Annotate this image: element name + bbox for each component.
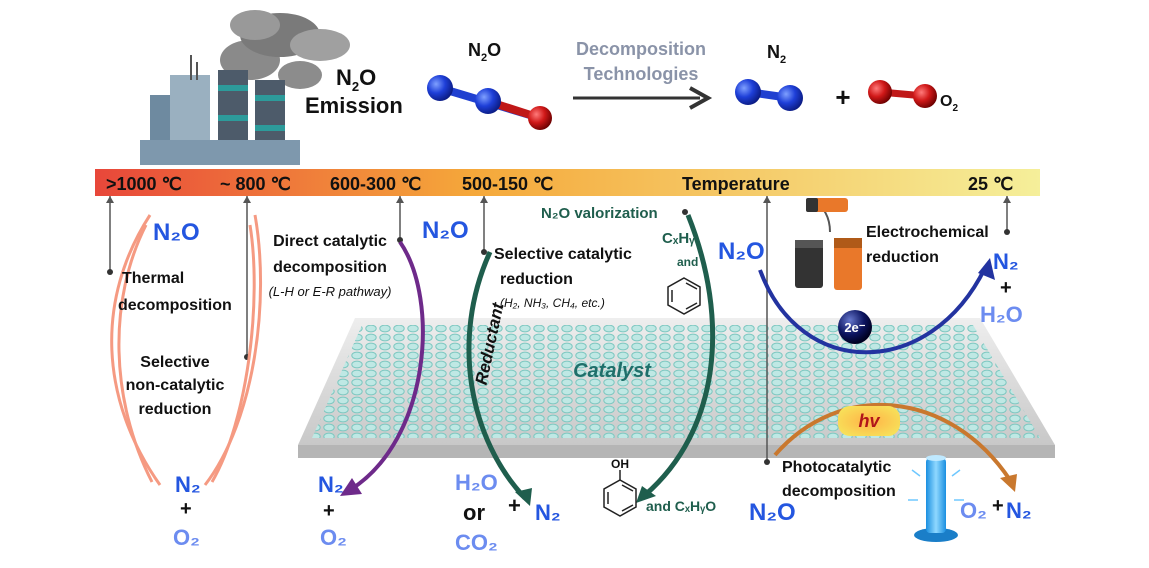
- n2-photo: N₂: [1006, 498, 1032, 523]
- hv-badge: [838, 406, 900, 436]
- temperature-labels: >1000 ℃ ~ 800 ℃ 600-300 ℃ 500-150 ℃ Temp…: [106, 174, 1013, 194]
- scr-arrowhead: [515, 488, 532, 506]
- svg-text:N2O: N2O: [336, 65, 376, 94]
- n2-scr: N₂: [535, 500, 561, 525]
- svg-text:decomposition: decomposition: [273, 259, 387, 276]
- svg-text:reduction: reduction: [139, 401, 212, 418]
- hv-label: hv: [858, 411, 880, 431]
- and-label: and: [677, 255, 698, 269]
- n2-top-label: N2: [767, 42, 786, 66]
- n2o-electro: N₂O: [718, 238, 765, 265]
- o2-direct: O₂: [320, 525, 347, 550]
- svg-text:Thermal: Thermal: [122, 270, 184, 287]
- svg-text:(L-H or E-R pathway): (L-H or E-R pathway): [269, 284, 392, 299]
- photo-arrowhead: [1000, 474, 1017, 492]
- o2-thermal: O₂: [173, 525, 200, 550]
- thermal-label: Thermal decomposition: [118, 270, 232, 314]
- svg-text:Selective catalytic: Selective catalytic: [494, 246, 632, 263]
- n2o-thermal: N₂O: [153, 219, 200, 246]
- oh-label: OH: [611, 457, 629, 471]
- and-cxhyo-label: and CₓHᵧO: [646, 498, 716, 514]
- thermal-arc: [110, 214, 263, 486]
- catalyst-plate: [298, 318, 1055, 458]
- valorization-arrowhead: [636, 486, 656, 503]
- plus-electro: +: [1000, 277, 1012, 299]
- temp-label-500-150: 500-150 ℃: [462, 174, 553, 194]
- plus-photo: +: [992, 495, 1004, 517]
- co2-scr: CO₂: [455, 530, 498, 555]
- leader-arrowheads: [106, 196, 1011, 203]
- phenol-icon: [603, 470, 637, 517]
- photo-label: Photocatalytic decomposition: [782, 459, 896, 500]
- temp-label-temperature: Temperature: [682, 174, 790, 194]
- benzene-icon: [667, 277, 701, 315]
- temp-label-800: ~ 800 ℃: [220, 174, 291, 194]
- temperature-bar: [95, 169, 1040, 196]
- decomp-line1: Decomposition: [576, 39, 706, 59]
- o2-top-label: O2: [940, 93, 958, 114]
- valorization-label: N₂O valorization: [541, 205, 658, 222]
- svg-text:decomposition: decomposition: [782, 483, 896, 500]
- decomp-arrow-icon: [573, 86, 713, 110]
- svg-text:reduction: reduction: [500, 271, 573, 288]
- decomp-line2: Technologies: [584, 64, 699, 84]
- scr-arc: [466, 250, 527, 500]
- svg-text:non-catalytic: non-catalytic: [126, 377, 225, 394]
- valorization-arc: [643, 214, 716, 497]
- leader-lines: [109, 196, 1008, 462]
- plus-direct: +: [323, 500, 335, 522]
- direct-arc: [348, 240, 425, 492]
- scr-label: Selective catalytic reduction (H₂, NH₃, …: [494, 246, 632, 310]
- n2o-scr: N₂O: [422, 217, 469, 244]
- o2-photo: O₂: [960, 498, 987, 523]
- svg-text:Selective: Selective: [140, 354, 209, 371]
- temp-label-600-300: 600-300 ℃: [330, 174, 421, 194]
- electro-label: Electrochemical reduction: [866, 224, 989, 266]
- n2o-top-label: N2O: [468, 40, 501, 64]
- h2o-electro: H₂O: [980, 302, 1023, 327]
- or-scr: or: [463, 500, 485, 525]
- plus-thermal: +: [180, 498, 192, 520]
- top-plus: +: [835, 82, 850, 112]
- svg-text:reduction: reduction: [866, 249, 939, 266]
- sncr-label: Selective non-catalytic reduction: [126, 354, 225, 418]
- photo-arc: [773, 402, 1012, 482]
- plus-scr: +: [508, 493, 521, 518]
- n2-thermal: N₂: [175, 472, 201, 497]
- catalyst-label: Catalyst: [573, 360, 652, 382]
- temp-label-25: 25 ℃: [968, 174, 1013, 194]
- two-e-label: 2e⁻: [844, 320, 865, 335]
- n2o-photo: N₂O: [749, 499, 796, 526]
- direct-arrowhead: [340, 478, 362, 496]
- o2-molecule-icon: [868, 80, 937, 108]
- factory-icon: [140, 10, 350, 165]
- svg-text:decomposition: decomposition: [118, 297, 232, 314]
- electron-icon: [838, 310, 872, 344]
- n2o-molecule-icon: [427, 75, 552, 130]
- svg-text:Photocatalytic: Photocatalytic: [782, 459, 891, 476]
- electro-arc: [758, 267, 987, 355]
- cxhy-label: CₓHᵧ: [662, 230, 695, 247]
- h2o-scr: H₂O: [455, 470, 498, 495]
- svg-text:Emission: Emission: [305, 93, 403, 118]
- battery-icon: [795, 198, 862, 290]
- n2-direct: N₂: [318, 472, 344, 497]
- electro-arrowhead: [978, 258, 995, 280]
- svg-text:(H₂, NH₃, CH₄, etc.): (H₂, NH₃, CH₄, etc.): [500, 296, 605, 310]
- svg-text:Electrochemical: Electrochemical: [866, 224, 989, 241]
- lamp-icon: [908, 455, 964, 542]
- svg-text:Direct catalytic: Direct catalytic: [273, 233, 387, 250]
- temp-label-1000: >1000 ℃: [106, 174, 182, 194]
- n2o-emission-label: N2O Emission: [305, 65, 403, 118]
- direct-label: Direct catalytic decomposition (L-H or E…: [269, 233, 392, 299]
- n2-electro: N₂: [993, 249, 1019, 274]
- n2-molecule-icon: [735, 79, 803, 111]
